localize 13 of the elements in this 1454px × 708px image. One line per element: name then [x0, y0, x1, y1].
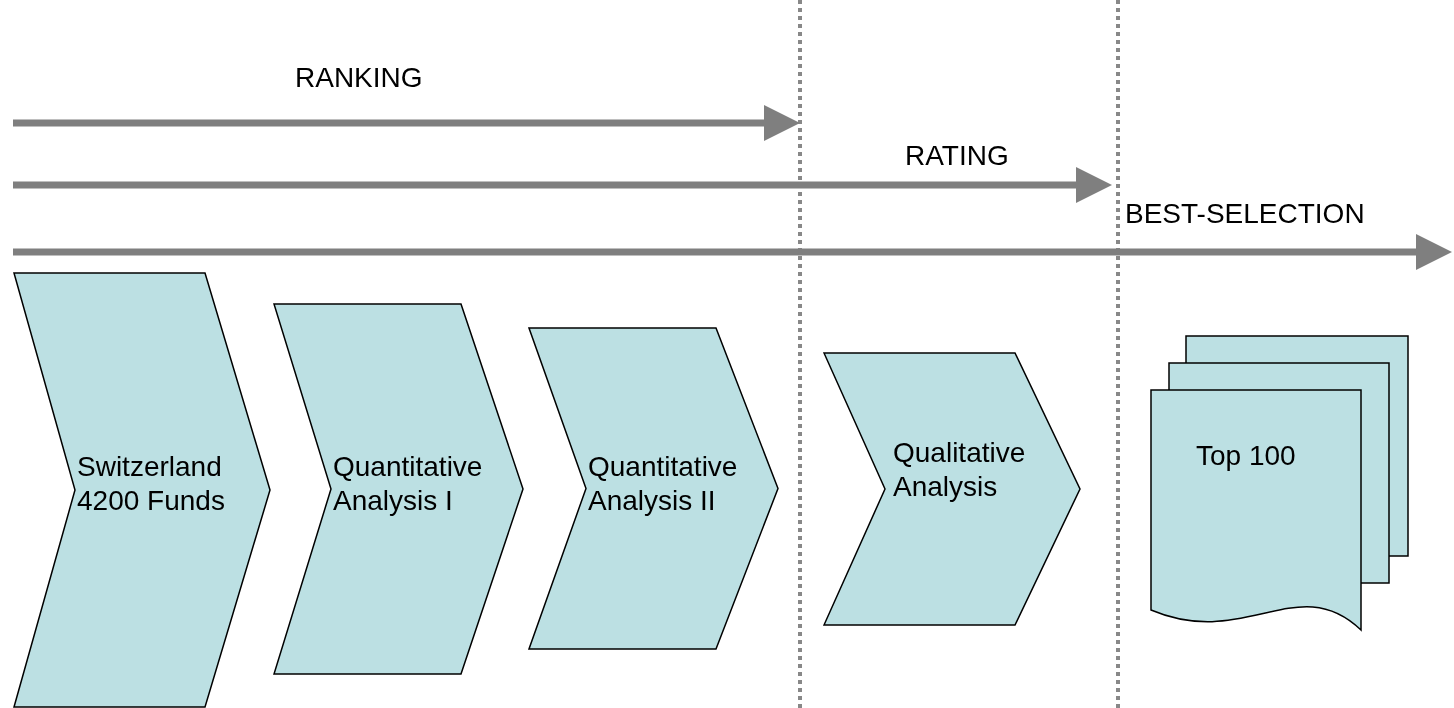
step-label: Qualitative Analysis — [893, 436, 1027, 504]
process-step — [823, 352, 1081, 626]
step-label: Top 100 — [1196, 439, 1297, 473]
step-label: Switzerland 4200 Funds — [77, 450, 226, 518]
phase-label: RATING — [905, 140, 1009, 172]
process-step — [13, 272, 271, 708]
process-step — [528, 327, 779, 650]
phase-label: BEST-SELECTION — [1125, 198, 1365, 230]
document-stack — [1150, 335, 1412, 635]
step-label: Quantitative Analysis II — [588, 450, 739, 518]
step-label: Quantitative Analysis I — [333, 450, 484, 518]
phase-label: RANKING — [295, 62, 423, 94]
process-step — [273, 303, 524, 675]
